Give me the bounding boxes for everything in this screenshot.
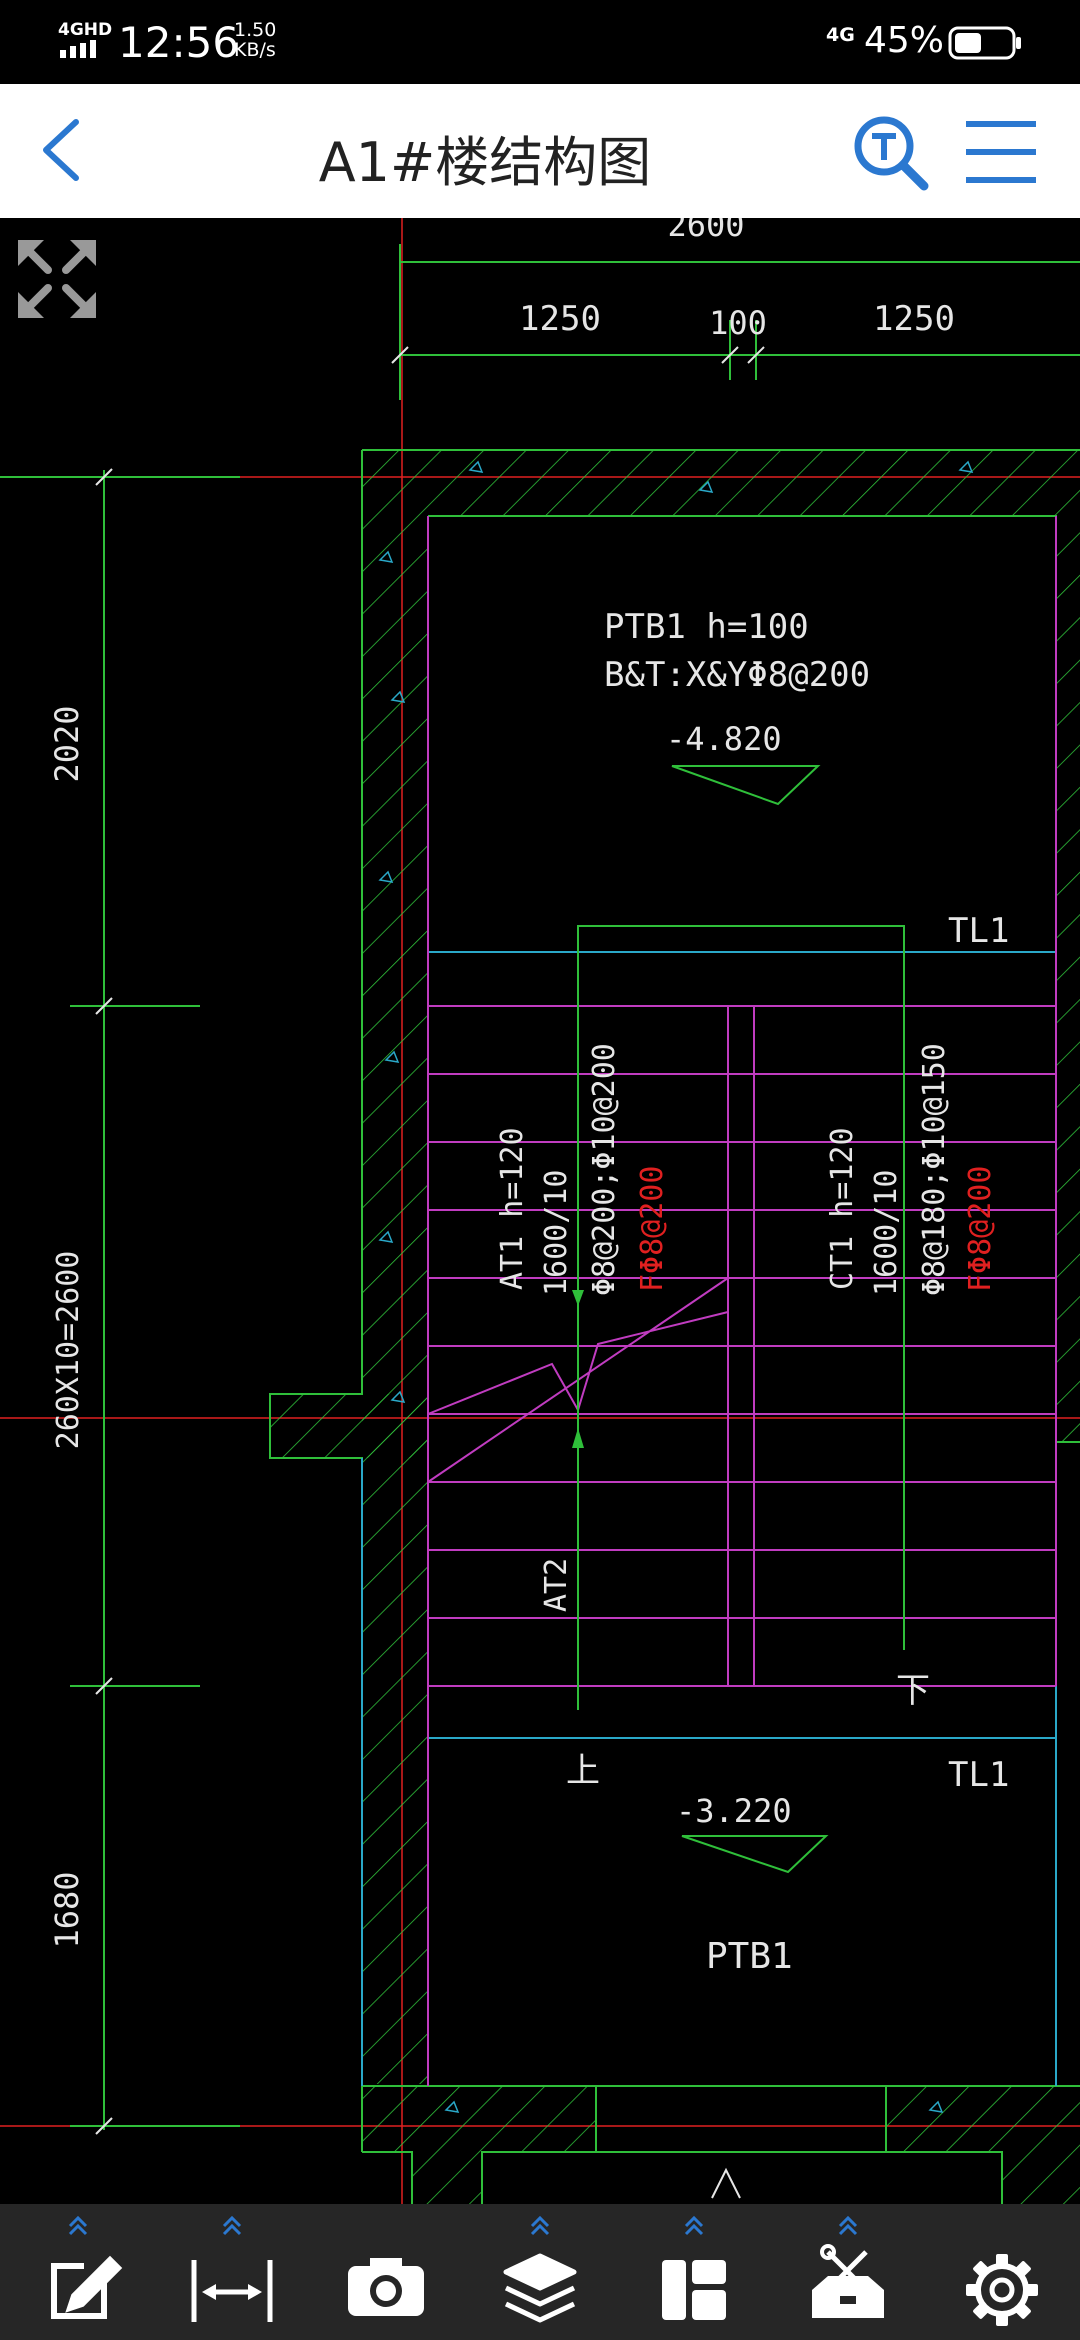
arrow-down	[572, 1290, 584, 1306]
up-label: 上	[566, 1751, 600, 1791]
hamburger-menu-icon	[966, 121, 1036, 183]
elevation-top: -4.820	[666, 720, 782, 758]
elevation-marker	[681, 1835, 829, 1874]
walk-path	[577, 925, 905, 1710]
expand-up-icon	[530, 2215, 550, 2228]
ct1-dist: FΦ8@200	[963, 1166, 998, 1292]
wall-bottom	[362, 2086, 596, 2152]
ptb-top-label: PTB1 h=100	[604, 607, 809, 647]
dim-tick	[747, 346, 765, 364]
hatch-markers	[378, 460, 974, 2113]
dim-top-total: 2600	[667, 218, 744, 244]
toolbox-tool-button[interactable]	[788, 2204, 908, 2340]
bottom-toolbar	[0, 2204, 1080, 2340]
at1-label: AT1 h=120	[495, 1127, 530, 1290]
drawing-canvas[interactable]: 2600 1250 100 1250 2020 260X10=2600 1680…	[0, 218, 1080, 2204]
wall-outline	[362, 2085, 1080, 2204]
tl-top: TL1	[948, 911, 1009, 951]
wall-bottom-right	[886, 2086, 1080, 2152]
status-bar: 4GHD 12:56 1.50 KB/s 4G 45%	[0, 0, 1080, 84]
dim-left-mid: 260X10=2600	[51, 1251, 86, 1450]
camera-tool-button[interactable]	[326, 2204, 446, 2340]
app-header: A1#楼结构图	[0, 84, 1080, 219]
text-search-button[interactable]	[852, 114, 932, 194]
dim-top-right: 1250	[873, 299, 955, 339]
ct1-steps: 1600/10	[869, 1170, 904, 1296]
ct1-label: CT1 h=120	[825, 1127, 860, 1290]
measure-distance-icon	[191, 2260, 273, 2322]
dim-tick	[391, 346, 409, 364]
chevron-left-icon	[43, 119, 79, 181]
bottom-triangle	[711, 2167, 741, 2199]
dim-top-mid: 100	[709, 304, 767, 342]
expand-up-icon	[684, 2215, 704, 2228]
signal-strength-icon	[60, 40, 96, 58]
stair-treads	[427, 516, 1057, 2086]
wall-bottom-2	[412, 2152, 482, 2204]
arrow-up	[572, 1428, 584, 1448]
clock: 12:56	[118, 18, 240, 67]
structural-drawing[interactable]: 2600 1250 100 1250 2020 260X10=2600 1680…	[0, 218, 1080, 2204]
annotate-tool-button[interactable]	[18, 2204, 138, 2340]
ptb-bottom-label: PTB1	[706, 1936, 793, 1977]
tl-bottom: TL1	[948, 1755, 1009, 1795]
camera-icon	[348, 2258, 424, 2316]
elevation-bottom: -3.220	[676, 1792, 792, 1830]
back-button[interactable]	[36, 114, 92, 186]
at2-label: AT2	[539, 1558, 574, 1612]
network-speed: 1.50 KB/s	[234, 20, 276, 60]
toolbox-icon	[812, 2244, 884, 2318]
battery-icon	[948, 26, 1021, 60]
battery-percent: 45%	[864, 20, 945, 61]
settings-gear-icon	[966, 2254, 1038, 2326]
dim-tick	[95, 2117, 113, 2135]
wall-bottom-3	[1002, 2152, 1080, 2204]
down-label: 下	[896, 1671, 930, 1711]
settings-button[interactable]	[942, 2204, 1062, 2340]
expand-arrows-icon	[18, 240, 96, 318]
layout-tool-button[interactable]	[634, 2204, 754, 2340]
dim-tick	[95, 1677, 113, 1695]
at1-dist: FΦ8@200	[635, 1166, 670, 1292]
stair-well	[727, 1005, 755, 1687]
layers-tool-button[interactable]	[480, 2204, 600, 2340]
at1-steps: 1600/10	[539, 1170, 574, 1296]
ct1-rebar: Φ8@180;Φ10@150	[917, 1043, 952, 1296]
expand-up-icon	[68, 2215, 88, 2228]
dim-tick	[95, 997, 113, 1015]
menu-button[interactable]	[962, 118, 1042, 188]
network-type: 4GHD	[58, 20, 113, 40]
measure-tool-button[interactable]	[172, 2204, 292, 2340]
expand-up-icon	[838, 2215, 858, 2228]
dim-left-bottom: 1680	[48, 1871, 86, 1948]
dim-left-top: 2020	[48, 705, 86, 782]
layout-panels-icon	[662, 2260, 726, 2320]
ptb-top-rebar: B&T:X&YΦ8@200	[604, 655, 870, 695]
at1-rebar: Φ8@200;Φ10@200	[587, 1043, 622, 1296]
elevation-marker	[671, 765, 821, 806]
fullscreen-button[interactable]	[14, 236, 100, 322]
layers-icon	[503, 2253, 577, 2323]
mobile-data-indicator: 4G	[826, 24, 855, 46]
dim-tick	[95, 468, 113, 486]
speed-unit: KB/s	[234, 39, 276, 61]
expand-up-icon	[222, 2215, 242, 2228]
search-text-icon	[854, 116, 929, 191]
wall-left-ledge	[270, 1394, 428, 1458]
edit-annotate-icon	[51, 2255, 123, 2319]
wall-right	[1056, 516, 1080, 1442]
page-title: A1#楼结构图	[318, 131, 652, 194]
dim-tick	[721, 346, 739, 364]
speed-value: 1.50	[234, 19, 277, 41]
dim-top-left: 1250	[519, 299, 601, 339]
